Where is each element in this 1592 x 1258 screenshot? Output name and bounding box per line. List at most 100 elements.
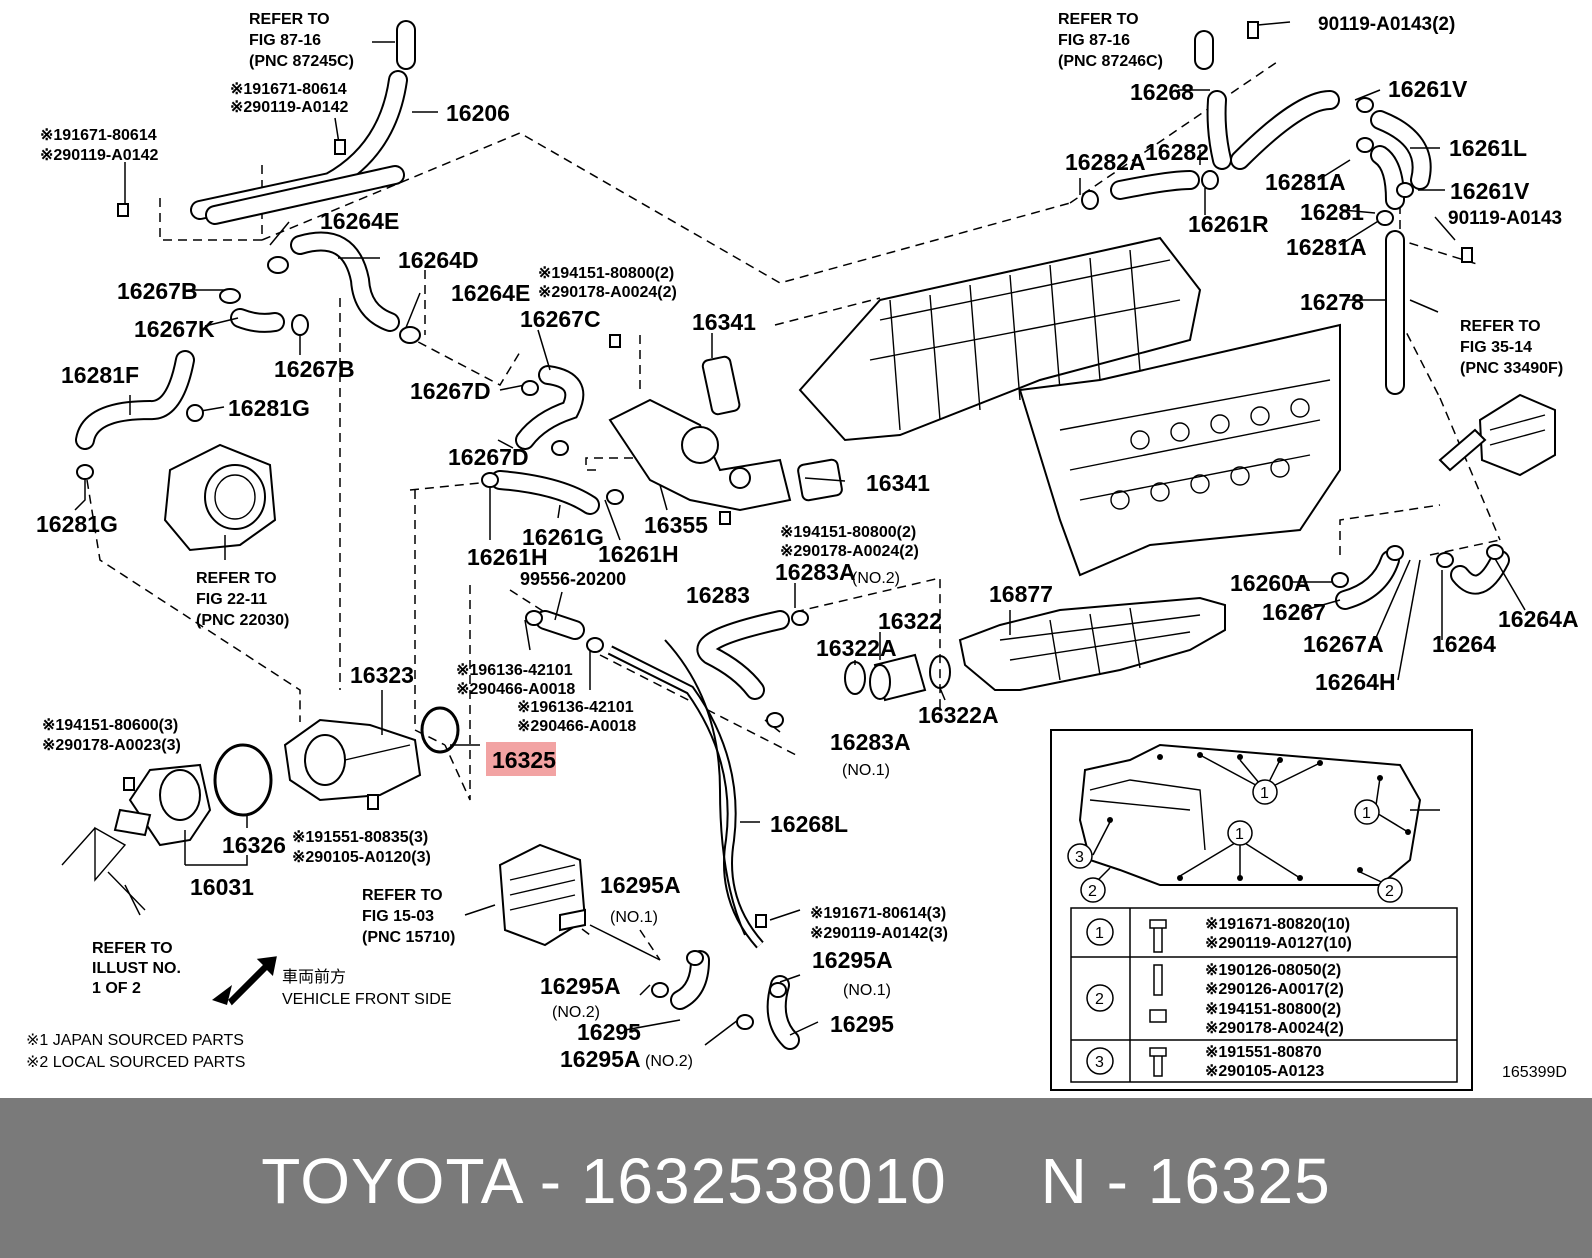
gaskets: [213, 355, 951, 817]
label-16278: 16278: [1300, 289, 1364, 315]
bolt-pair-labels: ※191671-80614 ※290119-A0142 ※191671-8061…: [40, 81, 948, 942]
legend-row1-num: 1: [1095, 925, 1104, 942]
part-labels: 16206 16264E 16264D 16264E 16267B 16267K…: [36, 14, 1579, 1072]
callout-1-b-text: 1: [1235, 826, 1244, 843]
callout-3: [1067, 843, 1093, 869]
legend-row2-line3: ※194151-80800(2): [1205, 1001, 1341, 1018]
callout-2-a-text: 2: [1088, 883, 1097, 900]
refer-87-16-right-line2: FIG 87-16: [1058, 32, 1130, 49]
bolt-b2-line1: ※191671-80614: [40, 127, 157, 144]
refer-illust-line1: REFER TO: [92, 940, 173, 957]
label-16295A-c: 16295A: [812, 947, 893, 973]
throttle-body: [163, 443, 277, 552]
label-90119-top: 90119-A0143(2): [1318, 14, 1455, 35]
label-16295-a: 16295: [577, 1019, 641, 1045]
legend-row1-line1: ※191671-80820(10): [1205, 916, 1350, 933]
label-16281A-b: 16281A: [1286, 234, 1367, 260]
water-outlet: [608, 398, 792, 512]
legend-notes: 車両前方 VEHICLE FRONT SIDE ※1 JAPAN SOURCED…: [26, 968, 1567, 1081]
label-16282: 16282: [1145, 139, 1209, 165]
bolt-b3-line2: ※290178-A0024(2): [538, 284, 677, 301]
footer-part-title: TOYOTA - 1632538010 N - 16325: [0, 1144, 1592, 1218]
refer-35-14-line2: FIG 35-14: [1460, 339, 1532, 356]
label-16281F: 16281F: [61, 362, 139, 388]
bolt-b5-line1: ※196136-42101: [456, 662, 573, 679]
water-inlet: [283, 718, 422, 802]
label-16282A: 16282A: [1065, 149, 1146, 175]
callout-1-a-text: 1: [1260, 785, 1269, 802]
oil-cooler-right: [1438, 393, 1556, 477]
label-16264H: 16264H: [1315, 669, 1396, 695]
label-16267B-b: 16267B: [274, 356, 355, 382]
label-16281G-a: 16281G: [228, 395, 310, 421]
refer-87-16-right-line3: (PNC 87246C): [1058, 53, 1163, 70]
legend-row1-line2: ※290119-A0127(10): [1205, 935, 1352, 952]
label-16267D-a: 16267D: [410, 378, 491, 404]
label-16283A-b: 16283A: [830, 729, 911, 755]
label-16264A: 16264A: [1498, 606, 1579, 632]
label-16267: 16267: [1262, 599, 1326, 625]
label-16261V-a: 16261V: [1388, 76, 1468, 102]
bolt-b2-line2: ※290119-A0142: [40, 147, 158, 164]
label-16295-b: 16295: [830, 1011, 894, 1037]
bolt-b7-line1: ※194151-80600(3): [42, 717, 178, 734]
footer-n-separator: -: [1106, 1145, 1129, 1217]
label-16264: 16264: [1432, 631, 1496, 657]
fasteners: [76, 21, 1504, 1030]
bolt-b9-line1: ※191671-80614(3): [810, 905, 946, 922]
vehicle-front-en: VEHICLE FRONT SIDE: [282, 991, 452, 1008]
label-90119-mid: 90119-A0143: [1448, 208, 1562, 229]
note-local: ※2 LOCAL SOURCED PARTS: [26, 1054, 245, 1071]
callout-1-c-text: 1: [1362, 805, 1371, 822]
parts-diagram: 16206 16264E 16264D 16264E 16267B 16267K…: [26, 11, 1579, 1091]
oil-cooler-center: [498, 843, 587, 947]
label-16322A-b: 16322A: [918, 702, 999, 728]
label-16281A-a: 16281A: [1265, 169, 1346, 195]
refer-22-11-line1: REFER TO: [196, 570, 277, 587]
label-16261H-b: 16261H: [598, 541, 679, 567]
footer-bar: TOYOTA - 1632538010 N - 16325: [0, 1098, 1592, 1258]
bolt-b1-line2: ※290119-A0142: [230, 99, 348, 116]
label-16264E-a: 16264E: [320, 208, 399, 234]
refer-87-16-left-line3: (PNC 87245C): [249, 53, 354, 70]
legend-row2-line2: ※290126-A0017(2): [1205, 981, 1344, 998]
refer-87-16-right-line1: REFER TO: [1058, 11, 1139, 28]
callout-2-a: [1080, 877, 1106, 903]
qualifier-no1-b: (NO.1): [610, 909, 658, 926]
qualifier-no2-a: (NO.2): [852, 570, 900, 587]
hoses: [75, 20, 1510, 1050]
label-16322: 16322: [878, 608, 942, 634]
label-16261H-a: 16261H: [467, 544, 548, 570]
leader-lines: [74, 21, 1526, 1046]
highlight-callout: 16325: [486, 742, 556, 776]
label-16326: 16326: [222, 832, 286, 858]
footer-separator: -: [539, 1145, 563, 1217]
refer-87-16-left-line1: REFER TO: [249, 11, 330, 28]
legend-row2-num: 2: [1095, 991, 1104, 1008]
bolt-b5-line2: ※290466-A0018: [456, 681, 575, 698]
label-16267A: 16267A: [1303, 631, 1384, 657]
bolt-b6-line2: ※290466-A0018: [517, 718, 636, 735]
bolt-b4-line2: ※290178-A0024(2): [780, 543, 919, 560]
footer-n-label: N: [1040, 1145, 1088, 1217]
label-16268L: 16268L: [770, 811, 848, 837]
label-16295A-a: 16295A: [600, 872, 681, 898]
callout-1-b: [1227, 820, 1253, 846]
bolt-b3-line1: ※194151-80800(2): [538, 265, 674, 282]
label-16325-highlight: 16325: [492, 747, 556, 773]
label-16267C: 16267C: [520, 306, 601, 332]
connector-pipe-16322: [869, 653, 927, 702]
qualifier-no2-c: (NO.2): [645, 1053, 693, 1070]
refer-22-11-line3: (PNC 22030): [196, 612, 289, 629]
footer-n-number: 16325: [1147, 1145, 1331, 1217]
callout-3-text: 3: [1075, 849, 1084, 866]
front-arrow-icon: [212, 956, 277, 1006]
legend-table: [1070, 907, 1458, 1083]
label-16261L: 16261L: [1449, 135, 1527, 161]
callout-1-c: [1354, 799, 1380, 825]
label-16283A-a: 16283A: [775, 559, 856, 585]
refer-illust-line2: ILLUST NO.: [92, 960, 181, 977]
label-16264E-b: 16264E: [451, 280, 530, 306]
inset-legend: 1 1 1 2 2 3 1 2 3 ※191671-80820(10) ※290…: [1050, 729, 1473, 1091]
label-16877: 16877: [989, 581, 1053, 607]
